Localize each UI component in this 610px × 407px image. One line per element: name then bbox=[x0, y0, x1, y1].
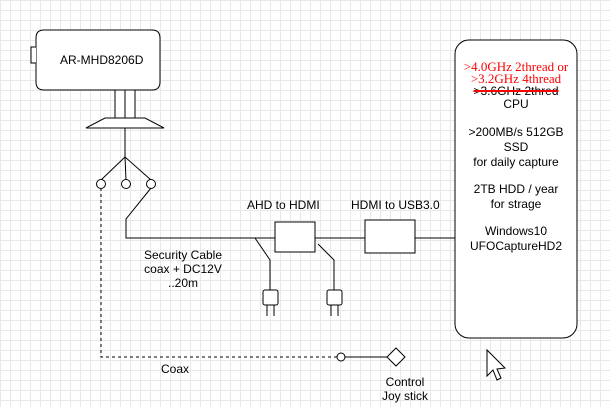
os-line: Windows10 bbox=[484, 224, 548, 238]
fork-left bbox=[100, 156, 126, 181]
cursor-icon bbox=[486, 348, 507, 381]
coax-dashed-line bbox=[100, 188, 337, 358]
security-cable-line-1: Security Cable bbox=[143, 248, 223, 262]
power-branch-left bbox=[254, 237, 271, 290]
ssd-line-3: for daily capture bbox=[473, 155, 559, 169]
ssd-line-2: SSD bbox=[503, 140, 529, 154]
cpu-struck-text: >3.6GHz 2thred bbox=[473, 84, 559, 98]
joystick-line-2: Joy stick bbox=[381, 389, 428, 403]
hdmi-to-usb-box[interactable] bbox=[364, 219, 416, 254]
security-cable-line-3: ..20m bbox=[167, 276, 198, 290]
cpu-label: CPU bbox=[503, 97, 529, 111]
ssd-line-1: >200MB/s 512GB bbox=[468, 125, 564, 139]
camera-mount-base bbox=[85, 117, 165, 129]
ahd-to-hdmi-label: AHD to HDMI bbox=[247, 198, 320, 212]
cpu-annotation-2: >3.2GHz 4thread bbox=[470, 71, 562, 86]
ahd-to-hdmi-box[interactable] bbox=[274, 221, 316, 253]
cpu-struck-spec: >3.6GHz 2thred bbox=[455, 85, 577, 98]
pc-box[interactable] bbox=[454, 39, 578, 339]
security-cable-line-2: coax + DC12V bbox=[144, 262, 222, 276]
coax-label: Coax bbox=[161, 362, 190, 376]
security-cable-label: Security Cable coax + DC12V ..20m bbox=[128, 248, 238, 290]
connector-right[interactable] bbox=[146, 179, 156, 189]
cpu-annotation-1: >4.0GHz 2thread or bbox=[463, 59, 569, 74]
security-cable-line bbox=[125, 187, 275, 239]
power-plug-right bbox=[326, 289, 343, 316]
hdd-line-2: for strage bbox=[490, 197, 542, 211]
connector-mid[interactable] bbox=[121, 179, 131, 189]
ssd-spec: >200MB/s 512GB SSD for daily capture bbox=[455, 125, 577, 170]
hdd-line-1: 2TB HDD / year bbox=[473, 182, 559, 196]
power-branch-right bbox=[317, 243, 335, 290]
connector-left[interactable] bbox=[96, 179, 106, 189]
fork-right bbox=[124, 156, 152, 181]
hdmi-to-usb-label: HDMI to USB3.0 bbox=[351, 198, 440, 212]
software-spec: Windows10 UFOCaptureHD2 bbox=[455, 224, 577, 254]
power-plug-left bbox=[262, 289, 279, 316]
fork-mid bbox=[124, 156, 127, 181]
joystick-line-1: Control bbox=[385, 375, 425, 389]
hdd-spec: 2TB HDD / year for strage bbox=[455, 182, 577, 212]
joystick-label: Control Joy stick bbox=[370, 375, 440, 403]
camera-model-label: AR-MHD8206D bbox=[60, 53, 144, 67]
joystick-diamond[interactable] bbox=[386, 347, 406, 367]
camera-lens bbox=[30, 46, 36, 64]
coax-end-connector bbox=[336, 352, 346, 362]
software-line: UFOCaptureHD2 bbox=[469, 239, 563, 253]
camera-body[interactable] bbox=[35, 29, 161, 91]
